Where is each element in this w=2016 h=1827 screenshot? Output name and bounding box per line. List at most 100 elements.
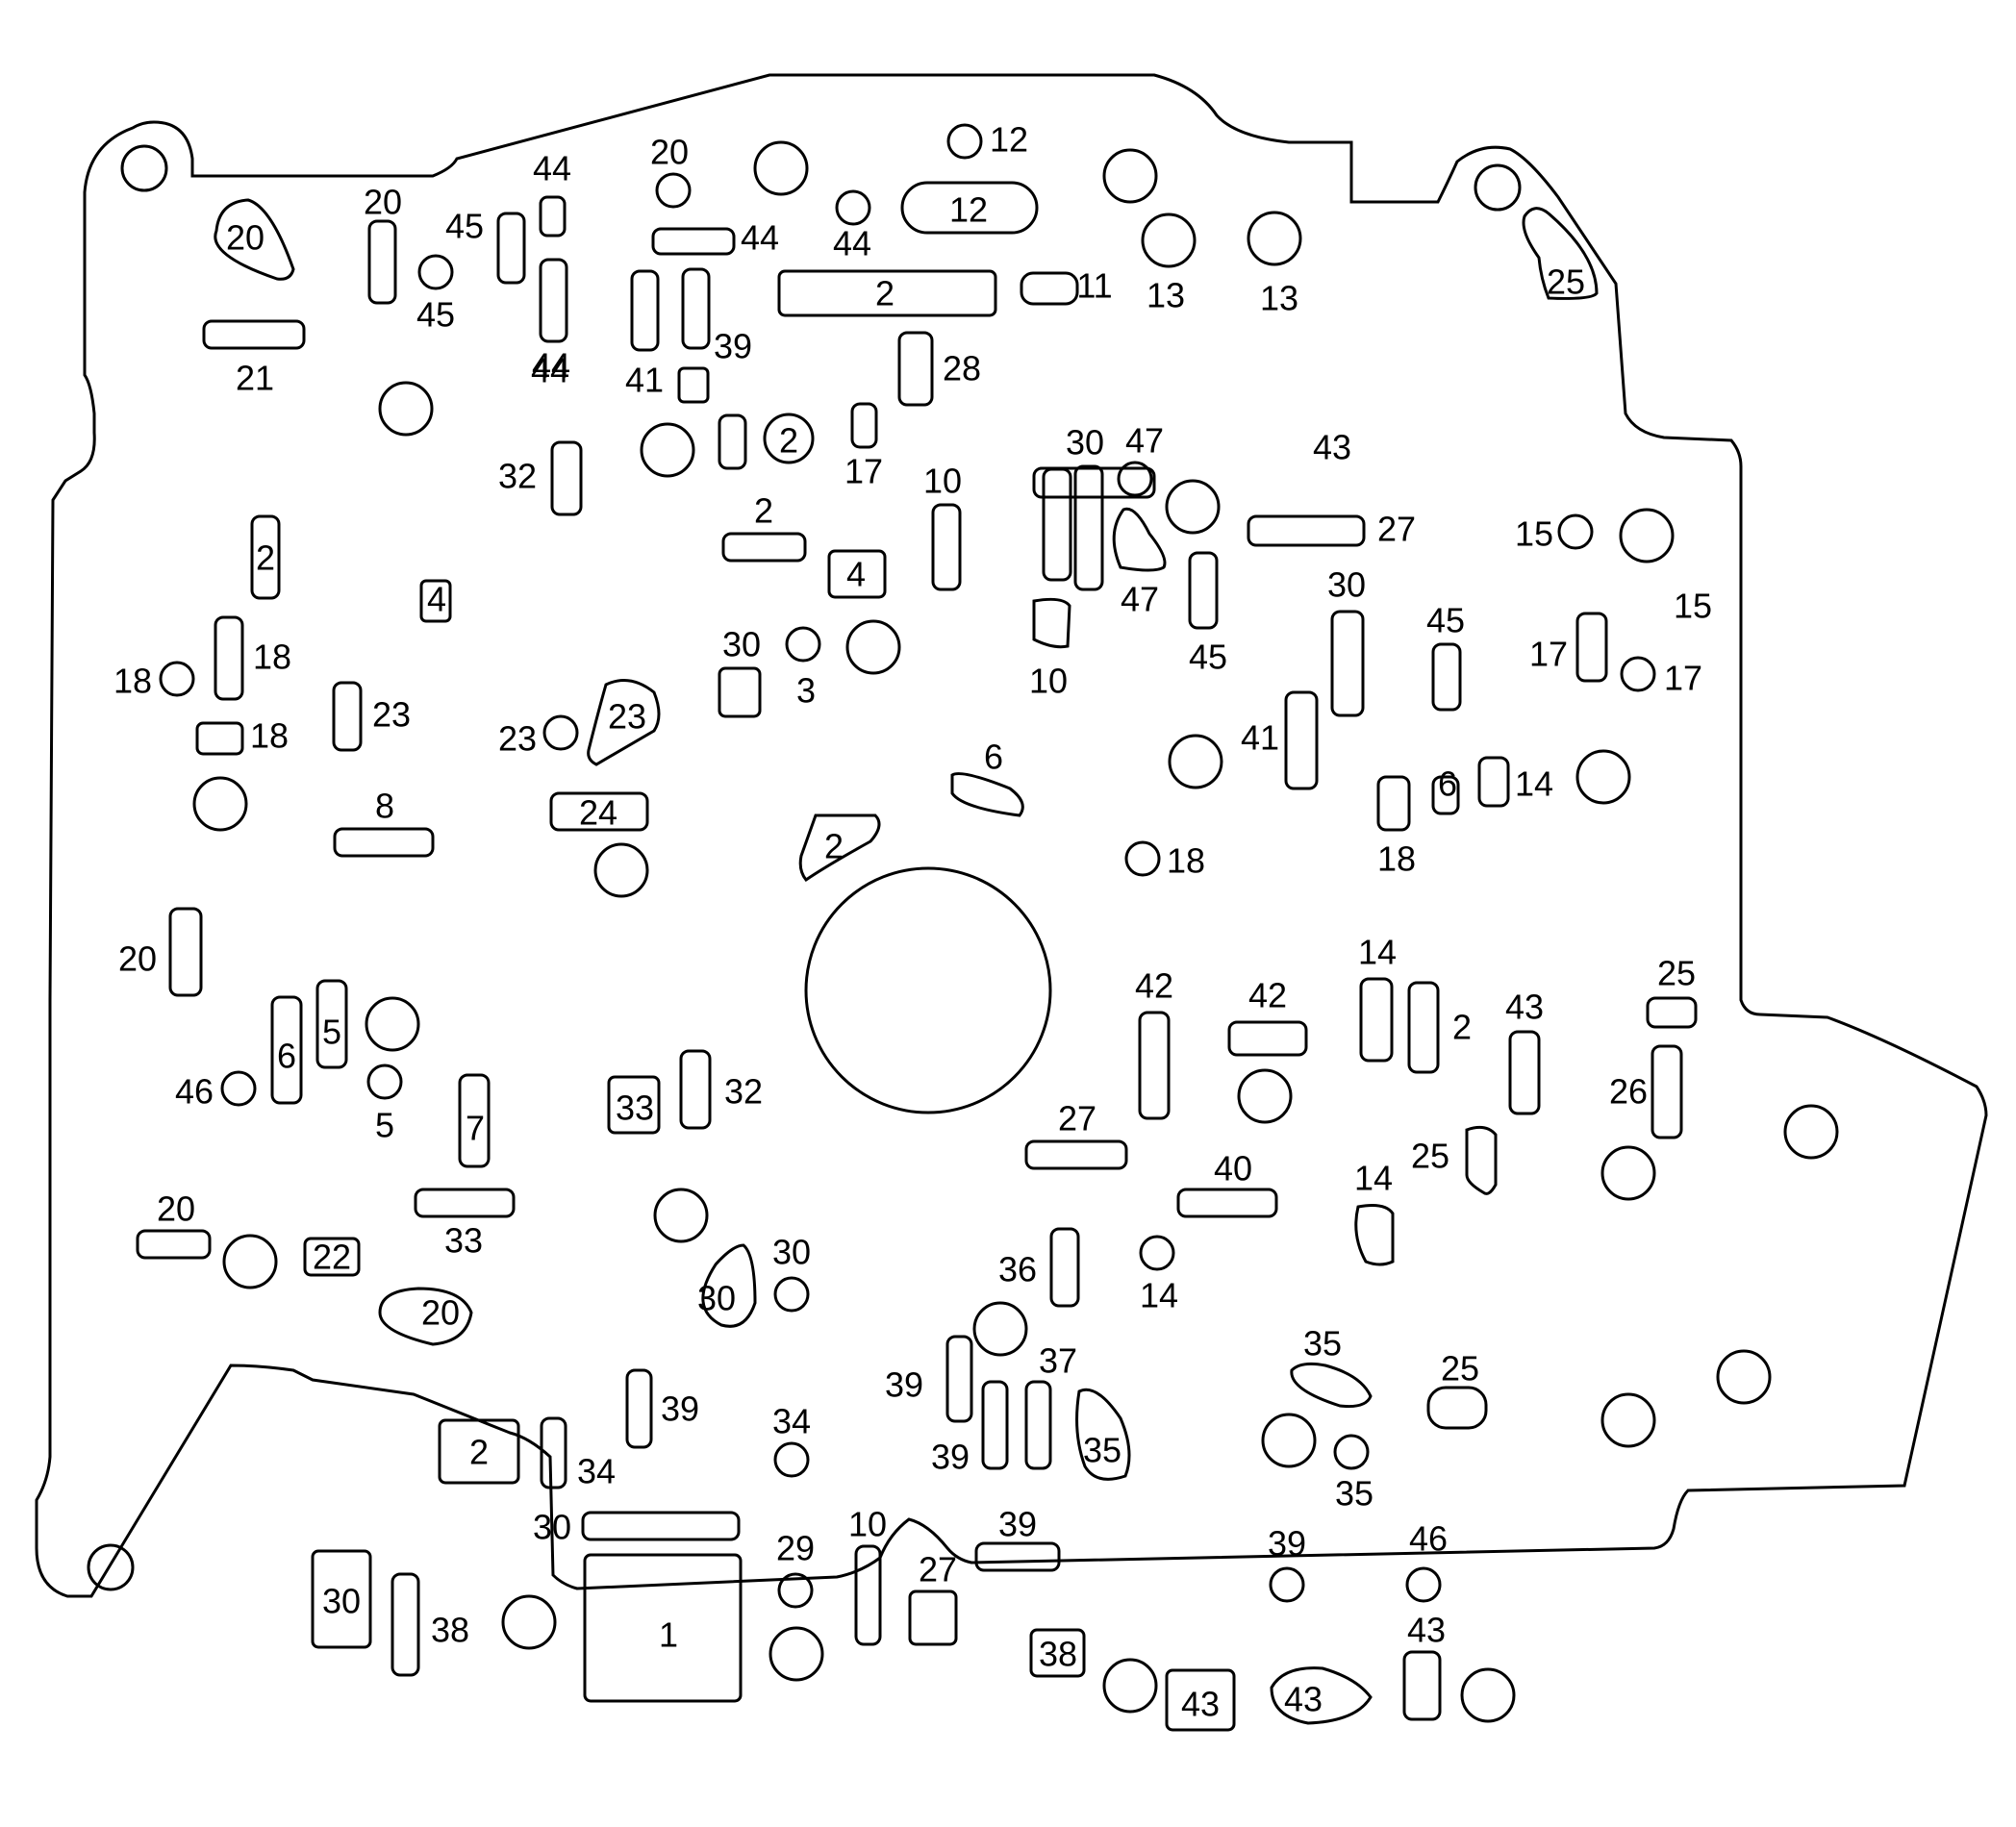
small-holes [159,123,1656,1609]
label: 39 [931,1438,970,1477]
label: 26 [1609,1072,1648,1112]
label: 2 [469,1433,489,1472]
label: 32 [724,1072,763,1112]
label: 4 [846,555,866,594]
label: 44 [532,346,570,386]
label: 6 [984,738,1003,777]
label: 30 [1066,423,1104,463]
label: 43 [1407,1611,1446,1650]
label: 43 [1181,1685,1220,1724]
label: 12 [990,120,1028,160]
label: 44 [833,224,871,263]
label: 30 [722,625,761,664]
label: 18 [1377,839,1416,879]
plate-outline [35,73,1988,1598]
center-bore [804,866,1052,1114]
label: 21 [236,359,274,398]
label: 46 [1409,1519,1448,1559]
label: 34 [577,1452,616,1491]
label: 41 [1241,718,1279,758]
label: 23 [498,719,537,759]
label: 35 [1335,1474,1373,1514]
label: 7 [466,1109,485,1148]
label: 2 [1452,1008,1472,1047]
label: 30 [772,1233,811,1272]
label: 38 [1039,1635,1077,1674]
label: 30 [1327,565,1366,605]
label: 22 [313,1238,351,1277]
label: 43 [1284,1680,1323,1719]
label: 39 [714,327,752,366]
label: 23 [372,695,411,735]
label: 13 [1147,276,1185,315]
label: 33 [616,1089,654,1128]
label: 6 [1438,764,1457,804]
label: 30 [533,1508,571,1547]
label: 45 [1189,638,1227,677]
label: 45 [416,295,455,335]
label: 20 [226,218,265,258]
label: 1 [659,1615,678,1655]
label: 29 [776,1529,815,1568]
label: 5 [375,1106,394,1145]
label: 32 [498,457,537,496]
label: 25 [1411,1137,1449,1176]
label: 15 [1515,514,1553,554]
label: 39 [1268,1524,1306,1564]
label: 37 [1039,1341,1077,1381]
label: 46 [175,1072,214,1112]
label: 30 [322,1582,361,1621]
label: 8 [375,787,394,826]
label: 23 [608,697,646,737]
label: 25 [1547,263,1585,302]
label: 27 [1377,510,1416,549]
label: 39 [998,1505,1037,1544]
label: 20 [650,133,689,172]
label: 39 [661,1389,699,1429]
label: 10 [848,1505,887,1544]
label: 27 [1058,1099,1096,1139]
label: 45 [1426,601,1465,640]
label: 14 [1515,764,1553,804]
label: 36 [998,1250,1037,1289]
label: 17 [1664,659,1702,698]
label: 4 [427,580,446,619]
labels: 20 20 44 20 12 12 45 44 44 44 45 2 11 13… [113,120,1712,1724]
label: 39 [885,1365,923,1405]
label: 34 [772,1402,811,1441]
label: 44 [741,218,779,258]
label: 47 [1125,421,1164,461]
label: 2 [754,491,773,531]
label: 11 [1076,266,1112,306]
label: 45 [445,207,484,246]
label: 5 [322,1013,341,1052]
label: 40 [1214,1149,1252,1189]
label: 42 [1135,966,1173,1006]
label: 2 [779,421,798,461]
label: 35 [1303,1324,1342,1364]
label: 18 [253,638,291,677]
label: 44 [533,149,571,188]
label: 27 [919,1550,957,1589]
label: 25 [1657,954,1696,993]
label: 20 [118,939,157,979]
shaped-pockets [214,198,1599,1725]
label: 6 [277,1037,296,1076]
label: 30 [697,1279,736,1318]
label: 20 [157,1189,195,1229]
label: 17 [1529,635,1568,674]
label: 18 [250,716,289,756]
label: 12 [949,190,988,230]
label: 13 [1260,279,1298,318]
label: 42 [1248,976,1287,1015]
label: 10 [1029,662,1068,701]
label: 25 [1441,1349,1479,1389]
label: 28 [943,349,981,388]
label: 38 [431,1611,469,1650]
label: 2 [256,538,275,578]
label: 43 [1313,428,1351,467]
label: 20 [421,1293,460,1333]
label: 14 [1354,1159,1393,1198]
label: 10 [923,462,962,501]
